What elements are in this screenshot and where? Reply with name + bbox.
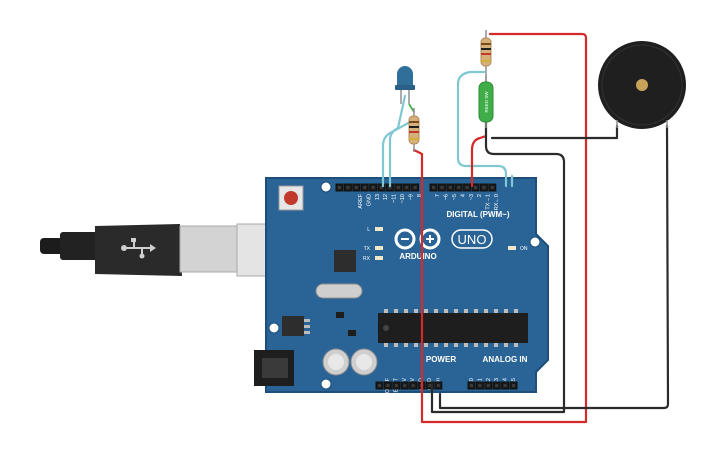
led[interactable] [395, 66, 415, 113]
reed-switch[interactable]: REED SW [478, 76, 494, 128]
pin-label: ~5 [452, 194, 458, 200]
wire-red-5v[interactable] [412, 32, 588, 424]
resistor-reed[interactable] [480, 30, 492, 82]
led-tx-label: TX [364, 246, 371, 252]
pin-label: A5 [511, 378, 517, 385]
mounting-hole [529, 236, 541, 248]
led-tx [375, 246, 383, 250]
analog-header-label: ANALOG IN [483, 355, 528, 364]
power-header-label: POWER [426, 355, 456, 364]
pin-label: A2 [486, 378, 492, 385]
uno-badge-text: UNO [458, 232, 487, 247]
pin-label: 13 [375, 194, 381, 200]
wires [381, 32, 670, 424]
pin-label: 5V [410, 378, 416, 385]
mounting-hole [268, 322, 280, 334]
reset-button[interactable] [284, 191, 298, 205]
pin-label: A3 [494, 378, 500, 385]
piezo-buzzer[interactable] [598, 41, 686, 129]
pin-label: 12 [383, 194, 389, 200]
led-l [375, 227, 383, 231]
pin-label: AREF [358, 193, 364, 208]
pin-label: ~10 [400, 194, 406, 203]
pin-label: ~6 [444, 194, 450, 200]
wire-black-buzzer-neg[interactable] [490, 124, 619, 140]
power-pin-header[interactable] [375, 381, 443, 390]
wire-pin13[interactable] [381, 120, 412, 188]
led-body [397, 66, 413, 86]
reed-switch-label: REED SW [484, 91, 489, 113]
wire-red-pin4[interactable] [470, 134, 488, 188]
wire-reed-pin2[interactable] [456, 70, 508, 188]
resistor-led[interactable] [408, 108, 420, 152]
pin-label: 4 [460, 194, 466, 197]
pin-label: TX→1 [486, 194, 492, 210]
mounting-hole [320, 181, 332, 193]
pin-label: GND [366, 194, 372, 206]
wire-black-buzzer-pos[interactable] [438, 124, 670, 410]
wire-led-gnd[interactable] [388, 94, 407, 188]
pin-label: 8 [417, 194, 423, 197]
usb-icon [121, 238, 156, 259]
pin-label: A4 [503, 378, 509, 385]
usb-plug-body [95, 224, 182, 276]
atmega-chip-pins [384, 309, 518, 347]
uno-badge [451, 229, 493, 249]
buzzer-center [636, 79, 648, 91]
digital-header-label: DIGITAL (PWM~) [446, 210, 509, 219]
pin-label: ~9 [408, 194, 414, 200]
digital-pin-header[interactable] [335, 183, 497, 192]
led-rim [395, 85, 415, 90]
wire-black-gnd[interactable] [430, 118, 566, 414]
voltage-regulator [282, 316, 304, 336]
pin-label: RX←0 [494, 194, 500, 210]
usb-cable-boot [60, 232, 100, 260]
led-l-label: L [367, 227, 370, 233]
pin-label: ~3 [469, 194, 475, 200]
pin-label: 2 [477, 194, 483, 197]
arduino-logo-text: ARDUINO [399, 252, 436, 261]
pin-label: A0 [469, 378, 475, 385]
usb-chip [334, 250, 356, 272]
pin-label: ~11 [392, 194, 398, 203]
led-on-label: ON [520, 246, 528, 252]
reed-switch-body [478, 81, 494, 123]
atmega-chip [378, 313, 528, 343]
crystal-oscillator [315, 283, 363, 299]
led-on [508, 246, 516, 250]
led-rx [375, 256, 383, 260]
pin-label: A1 [477, 378, 483, 385]
pin-label: 7 [435, 194, 441, 197]
mounting-hole [320, 378, 332, 390]
analog-pin-header[interactable] [467, 381, 518, 390]
usb-b-connector [179, 225, 239, 273]
led-rx-label: RX [363, 256, 371, 262]
